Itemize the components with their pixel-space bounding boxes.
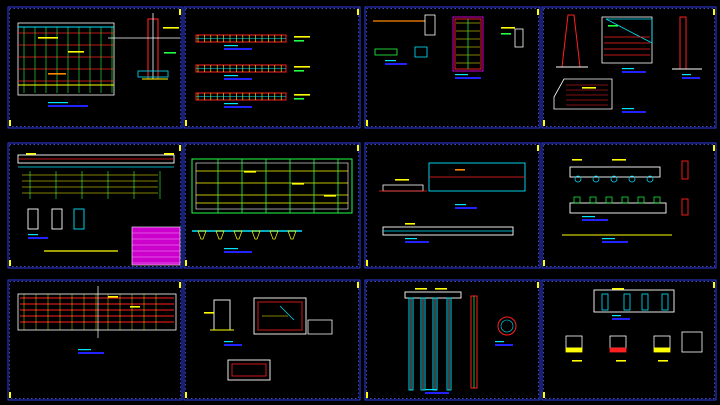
cad-sheet-c3 <box>364 279 541 401</box>
cad-sheet-a1 <box>7 6 183 129</box>
cad-sheet-b1 <box>183 6 361 129</box>
cad-sheet-c2 <box>364 142 541 269</box>
cad-sheet-b2 <box>183 142 361 269</box>
cad-sheet-d3 <box>541 279 717 401</box>
cad-sheet-c1 <box>364 6 541 129</box>
cad-sheet-b3 <box>183 279 361 401</box>
cad-sheet-d2 <box>541 142 717 269</box>
cad-sheet-d1 <box>541 6 717 129</box>
cad-sheet-a3 <box>7 279 183 401</box>
cad-sheet-a2 <box>7 142 183 269</box>
